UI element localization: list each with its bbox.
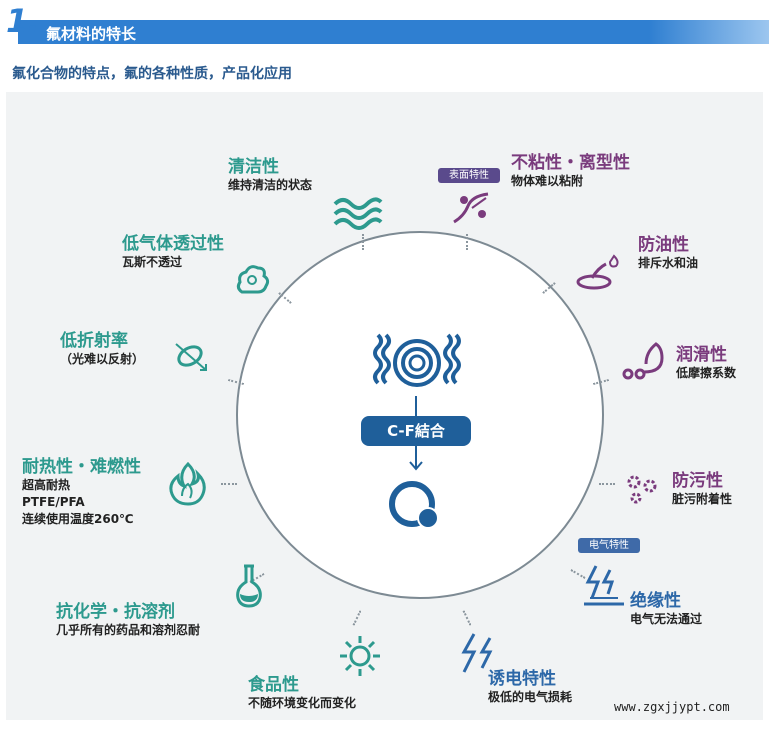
flame-icon — [169, 462, 206, 506]
gas-cloud-icon — [236, 265, 270, 294]
feature-title: 诱电特性 — [488, 669, 556, 689]
feature-title: 食品性 — [248, 675, 299, 695]
feature-desc: 连续使用温度260℃ — [22, 512, 134, 526]
feature-title: 低气体透过性 — [122, 234, 224, 254]
feature-dielectric: 诱电特性 极低的电气损耗 — [488, 664, 572, 706]
feature-refraction: 低折射率 （光难以反射） — [60, 326, 144, 368]
tick-mark — [221, 483, 237, 485]
feature-desc: 超高耐热 — [22, 478, 71, 492]
feature-title: 绝缘性 — [630, 591, 681, 611]
flask-icon — [236, 564, 262, 608]
cf-bond-label: C-F結合 — [361, 416, 471, 446]
light-refraction-icon — [175, 343, 207, 371]
feature-title: 防油性 — [638, 235, 689, 255]
insulation-icon — [584, 565, 624, 606]
gears-icon — [627, 475, 657, 504]
feature-title: 耐热性・难燃性 — [22, 457, 141, 477]
lubricity-icon — [622, 342, 664, 380]
feature-cleanliness: 清洁性 维持清洁的状态 — [228, 152, 312, 194]
watermark: www.zgxjjypt.com — [614, 700, 730, 714]
feature-insulation: 绝缘性 电气无法通过 — [630, 586, 702, 628]
feature-desc: 瓦斯不透过 — [122, 255, 183, 269]
feature-gas-barrier: 低气体透过性 瓦斯不透过 — [122, 229, 224, 271]
tick-mark — [362, 234, 364, 250]
waves-icon — [333, 197, 383, 230]
feature-title: 清洁性 — [228, 157, 279, 177]
feature-title: 防污性 — [672, 471, 723, 491]
header-bar — [18, 20, 769, 44]
section-header: 1. 氟材料的特长 — [0, 0, 769, 44]
tick-mark — [466, 234, 468, 250]
subtitle: 氟化合物的特点，氟的各种性质，产品化应用 — [12, 66, 292, 82]
feature-antifouling: 防污性 脏污附着性 — [672, 466, 732, 508]
feature-title: 润滑性 — [676, 345, 727, 365]
feature-desc: 不随环境变化而变化 — [248, 696, 357, 710]
tick-mark — [599, 483, 615, 485]
fluorine-atom-icon — [389, 481, 439, 529]
feature-chemical: 抗化学・抗溶剂 几乎所有的药品和溶剂忍耐 — [56, 597, 200, 639]
feature-food: 食品性 不随环境变化而变化 — [248, 670, 356, 712]
feature-desc: 电气无法通过 — [630, 612, 703, 626]
electrical-property-tag: 电气特性 — [578, 538, 640, 553]
non-stick-icon — [453, 192, 489, 224]
feature-oil: 防油性 排斥水和油 — [638, 230, 698, 272]
feature-desc: 极低的电气损耗 — [488, 690, 573, 704]
feature-desc: 几乎所有的药品和溶剂忍耐 — [56, 623, 201, 637]
feature-title: 抗化学・抗溶剂 — [56, 602, 175, 622]
feature-desc: PTFE/PFA — [22, 495, 85, 509]
feature-desc: 脏污附着性 — [672, 492, 733, 506]
center-circle — [236, 231, 604, 599]
feature-title: 不粘性・离型性 — [511, 153, 630, 173]
feature-title: 低折射率 — [60, 331, 128, 351]
arrow-down-icon — [409, 446, 423, 471]
feature-lubricity: 润滑性 低摩擦系数 — [676, 340, 736, 382]
feature-non-stick: 不粘性・离型性 物体难以粘附 — [511, 148, 630, 190]
section-title: 氟材料的特长 — [46, 25, 137, 43]
section-number: 1. — [6, 2, 39, 40]
molecule-icon — [373, 333, 461, 387]
feature-desc: 维持清洁的状态 — [228, 178, 313, 192]
sun-icon — [340, 636, 380, 676]
connector-line — [415, 396, 417, 416]
oil-drop-icon — [576, 254, 619, 290]
feature-desc: 排斥水和油 — [638, 256, 699, 270]
lightning-icon — [461, 633, 493, 673]
feature-desc: （光难以反射） — [60, 352, 145, 366]
feature-desc: 物体难以粘附 — [511, 174, 584, 188]
feature-heat: 耐热性・难燃性 超高耐热 PTFE/PFA 连续使用温度260℃ — [22, 452, 141, 528]
feature-desc: 低摩擦系数 — [676, 366, 737, 380]
surface-property-tag: 表面特性 — [438, 168, 500, 183]
